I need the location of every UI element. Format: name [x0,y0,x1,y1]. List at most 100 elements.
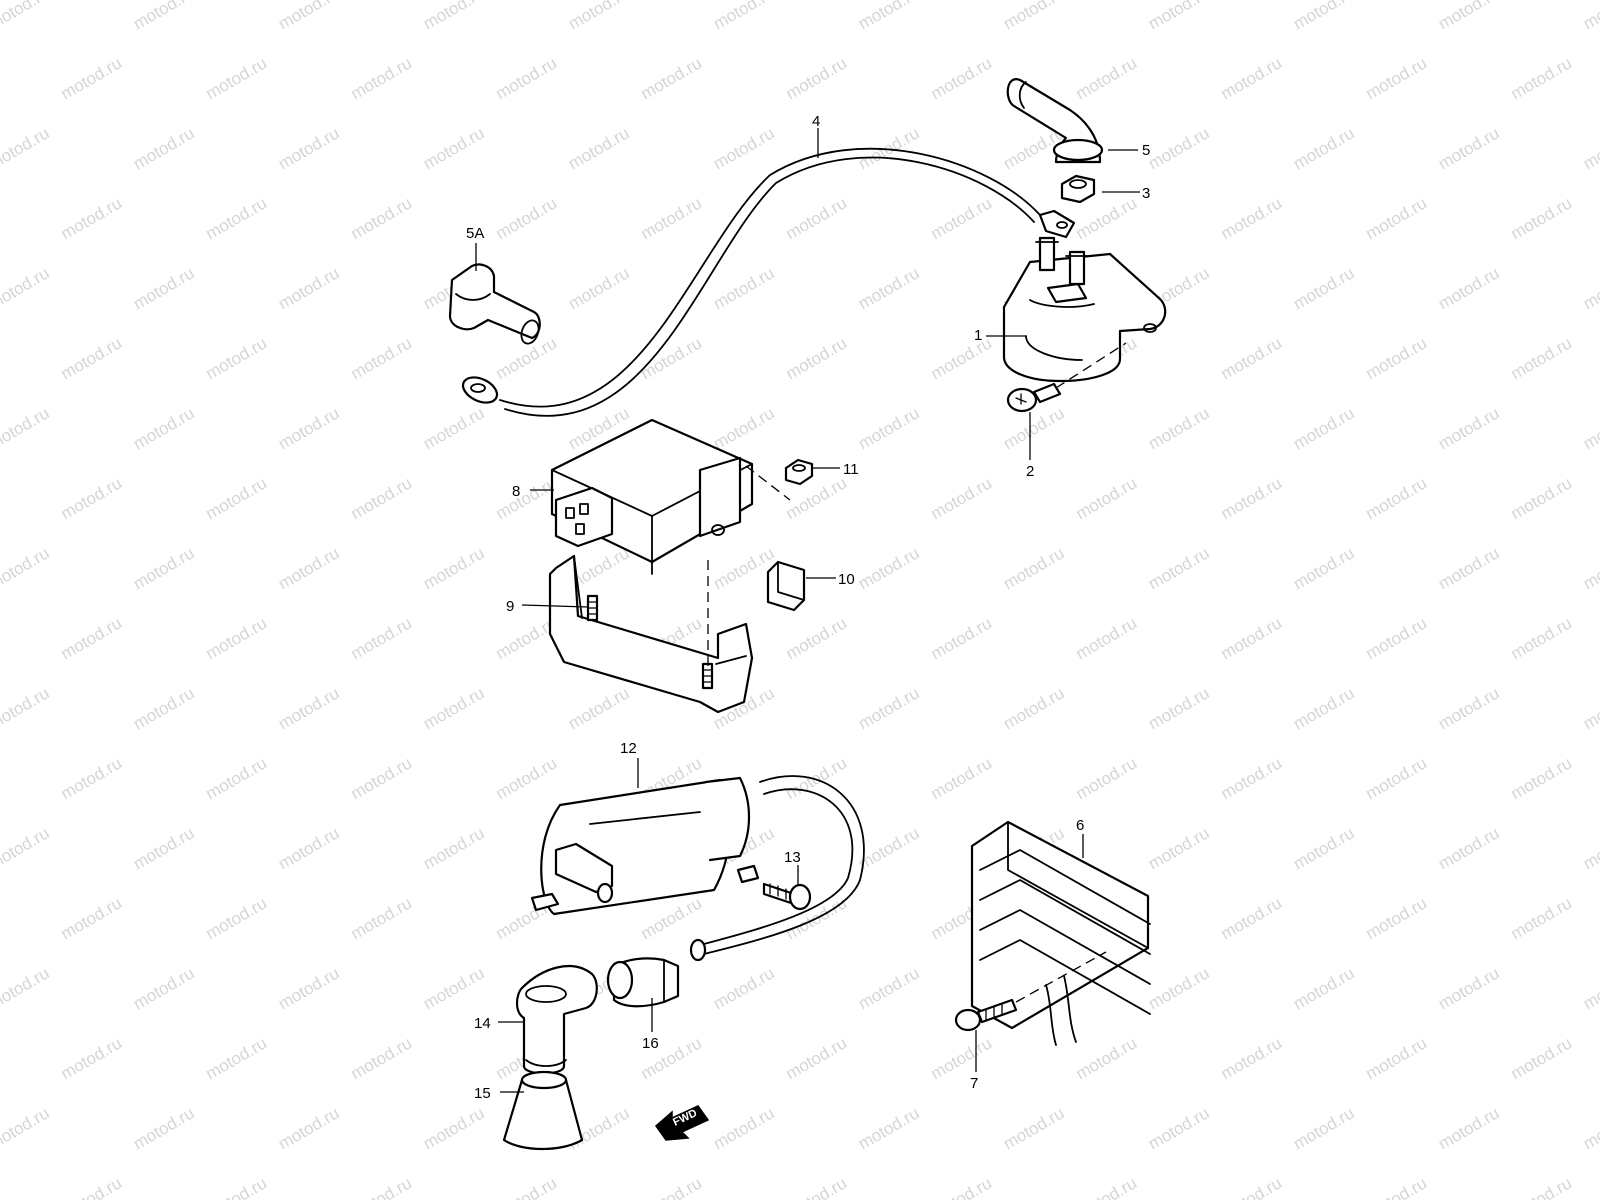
watermark-text: motod.ru [275,1103,343,1153]
watermark-text: motod.ru [1073,1033,1141,1083]
watermark-text: motod.ru [0,123,53,173]
watermark-text: motod.ru [1508,893,1576,943]
callout-1: 1 [974,327,982,344]
watermark-text: motod.ru [710,123,778,173]
watermark-text: motod.ru [783,1173,851,1200]
watermark-text: motod.ru [1580,1103,1600,1153]
watermark-text: motod.ru [0,1103,53,1153]
watermark-text: motod.ru [203,53,271,103]
callout-14: 14 [474,1015,491,1032]
watermark-text: motod.ru [1000,543,1068,593]
watermark-text: motod.ru [348,333,416,383]
watermark-text: motod.ru [348,893,416,943]
leader-lines [475,128,1140,1093]
watermark-text: motod.ru [0,963,53,1013]
watermark-text: motod.ru [1000,0,1068,33]
watermark-text: motod.ru [275,963,343,1013]
part-8-cdi-unit [550,418,791,575]
watermark-text: motod.ru [638,53,706,103]
watermark-text: motod.ru [275,263,343,313]
watermark-text: motod.ru [493,53,561,103]
watermark-text: motod.ru [1218,473,1286,523]
watermark-text: motod.ru [783,613,851,663]
watermark-text: motod.ru [1218,613,1286,663]
watermark-text: motod.ru [420,1103,488,1153]
watermark-text: motod.ru [1290,123,1358,173]
part-2-screw [1006,342,1127,413]
watermark-text: motod.ru [348,613,416,663]
watermark-text: motod.ru [565,263,633,313]
watermark-text: motod.ru [1508,193,1576,243]
watermark-text: motod.ru [203,613,271,663]
watermark-text: motod.ru [130,123,198,173]
watermark-text: motod.ru [1073,1173,1141,1200]
watermark-text: motod.ru [58,53,126,103]
watermark-text: motod.ru [1363,53,1431,103]
callout-10: 10 [838,571,855,588]
watermark-text: motod.ru [1000,1103,1068,1153]
watermark-text: motod.ru [565,0,633,33]
watermark-text: motod.ru [1290,963,1358,1013]
watermark-text: motod.ru [1290,823,1358,873]
watermark-text: motod.ru [1363,473,1431,523]
callout-5: 5 [1142,142,1150,159]
watermark-text: motod.ru [0,683,53,733]
watermark-text: motod.ru [1508,613,1576,663]
watermark-text: motod.ru [420,683,488,733]
watermark-text: motod.ru [1290,543,1358,593]
watermark-text: motod.ru [638,1173,706,1200]
watermark-text: motod.ru [203,1173,271,1200]
watermark-text: motod.ru [493,193,561,243]
watermark-text: motod.ru [1508,753,1576,803]
watermark-text: motod.ru [928,613,996,663]
watermark-text: motod.ru [130,0,198,33]
watermark-text: motod.ru [493,333,561,383]
callout-5a: 5A [466,225,484,242]
watermark-text: motod.ru [1435,963,1503,1013]
watermark-text: motod.ru [275,683,343,733]
watermark-text: motod.ru [1580,123,1600,173]
watermark-text: motod.ru [275,123,343,173]
part-4-cable [461,147,1076,417]
watermark-text: motod.ru [638,333,706,383]
watermark-text: motod.ru [928,333,996,383]
watermark-text: motod.ru [0,0,53,33]
watermark-text: motod.ru [855,0,923,33]
watermark-text: motod.ru [1580,0,1600,33]
part-11-nut [784,458,814,486]
watermark-text: motod.ru [1073,753,1141,803]
watermark-text: motod.ru [1218,333,1286,383]
watermark-text: motod.ru [1435,543,1503,593]
watermark-text: motod.ru [0,263,53,313]
part-16-seal [606,957,680,1008]
part-6-regulator [970,820,1151,1046]
part-12-ignition-coil [530,775,865,962]
watermark-text: motod.ru [1218,53,1286,103]
callout-16: 16 [642,1035,659,1052]
watermark-text: motod.ru [1580,823,1600,873]
watermark-text: motod.ru [928,1033,996,1083]
callout-4: 4 [812,113,820,130]
watermark-text: motod.ru [565,683,633,733]
watermark-text: motod.ru [1580,263,1600,313]
watermark-text: motod.ru [275,0,343,33]
watermark-text: motod.ru [1290,0,1358,33]
watermark-text: motod.ru [928,53,996,103]
watermark-text: motod.ru [1508,1033,1576,1083]
watermark-text: motod.ru [348,1173,416,1200]
watermark-text: motod.ru [58,1173,126,1200]
watermark-text: motod.ru [1290,403,1358,453]
watermark-text: motod.ru [1218,893,1286,943]
part-15-boot [502,1070,584,1151]
watermark-text: motod.ru [130,823,198,873]
callout-12: 12 [620,740,637,757]
part-1-starter-relay [1002,236,1167,383]
callout-6: 6 [1076,817,1084,834]
watermark-text: motod.ru [1435,823,1503,873]
callout-11: 11 [843,461,859,478]
part-3-nut [1060,174,1096,204]
callout-13: 13 [784,849,801,866]
watermark-text: motod.ru [1580,543,1600,593]
watermark-text: motod.ru [1435,0,1503,33]
watermark-text: motod.ru [1145,403,1213,453]
